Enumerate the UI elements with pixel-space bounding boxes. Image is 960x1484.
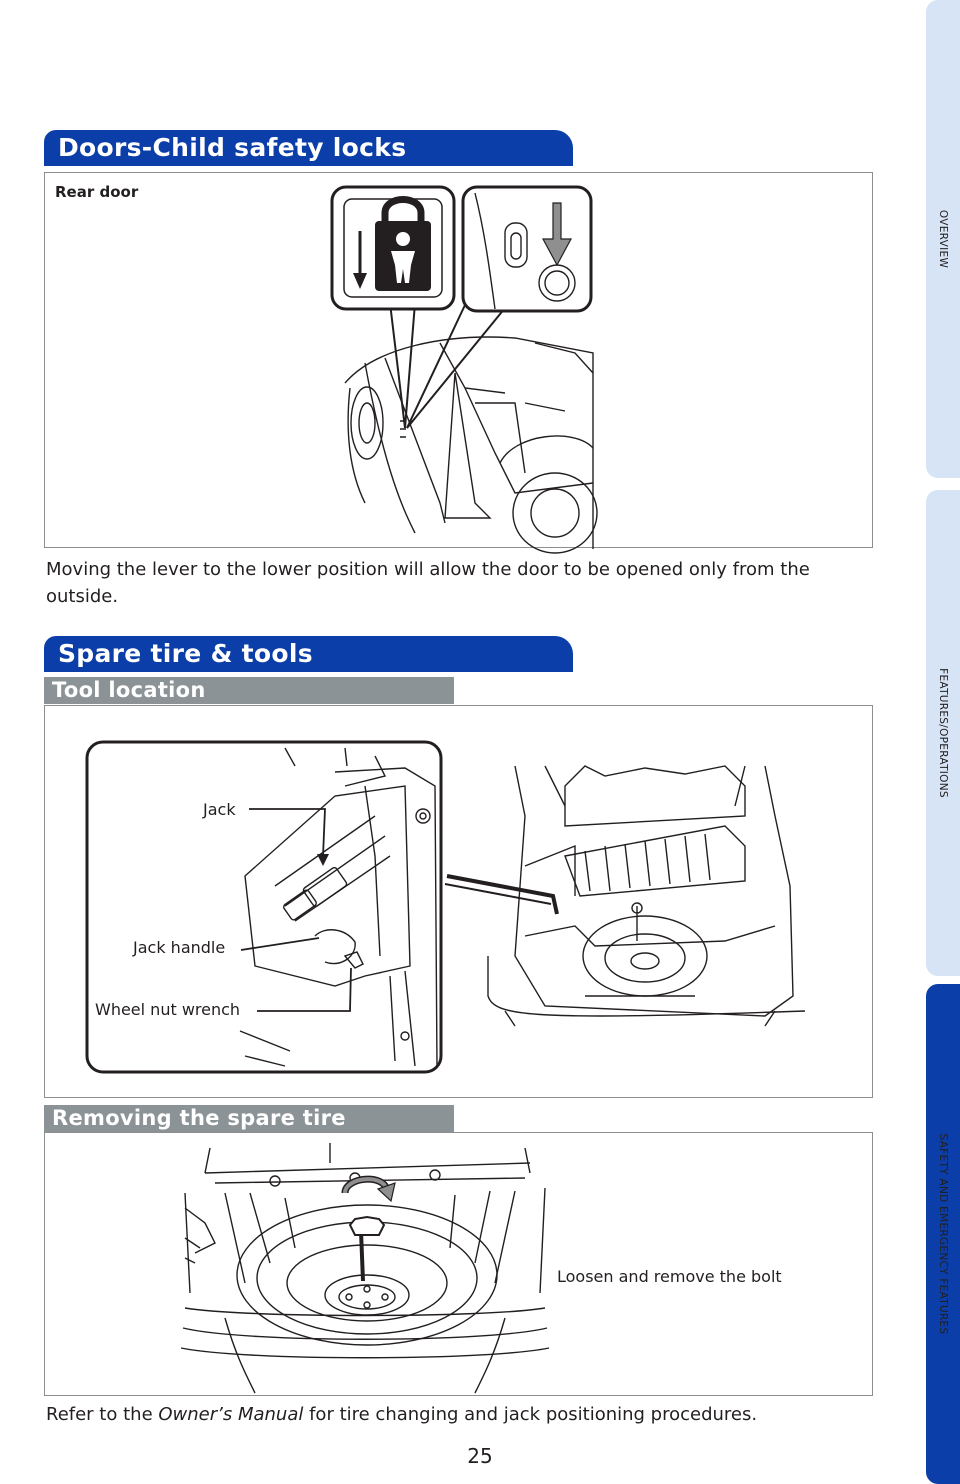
owners-manual-reference: Owner’s Manual bbox=[158, 1404, 304, 1425]
tab-safety-emergency[interactable]: SAFETY AND EMERGENCY FEATURES bbox=[926, 984, 960, 1484]
rear-door-illustration bbox=[330, 185, 598, 554]
rear-door-label: Rear door bbox=[55, 183, 139, 201]
procedure-note: Refer to the Owner’s Manual for tire cha… bbox=[46, 1401, 876, 1428]
tool-location-figure-frame: Jack Jack handle Wheel nut wrench bbox=[44, 705, 873, 1098]
callout-loosen-bolt: Loosen and remove the bolt bbox=[557, 1267, 782, 1286]
procedure-note-prefix: Refer to the bbox=[46, 1404, 159, 1425]
tab-features-operations-label: FEATURES/OPERATIONS bbox=[937, 668, 949, 798]
callout-jack: Jack bbox=[203, 800, 236, 819]
child-lock-description: Moving the lever to the lower position w… bbox=[46, 559, 810, 607]
spare-tire-removal-illustration bbox=[180, 1143, 550, 1394]
rear-door-figure-frame: Rear door bbox=[44, 172, 873, 554]
procedure-note-suffix: for tire changing and jack positioning p… bbox=[303, 1404, 758, 1425]
section-header-spare-tire: Spare tire & tools bbox=[44, 636, 573, 672]
tab-safety-emergency-label: SAFETY AND EMERGENCY FEATURES bbox=[937, 1133, 949, 1335]
page-number: 25 bbox=[467, 1444, 493, 1468]
callout-jack-handle: Jack handle bbox=[133, 938, 226, 957]
tab-overview[interactable]: OVERVIEW bbox=[926, 0, 960, 478]
tab-features-operations[interactable]: FEATURES/OPERATIONS bbox=[926, 490, 960, 976]
subheader-removing-spare-tire: Removing the spare tire bbox=[44, 1105, 454, 1132]
tab-overview-label: OVERVIEW bbox=[937, 209, 949, 269]
subheader-tool-location: Tool location bbox=[44, 677, 454, 704]
section-header-child-locks: Doors-Child safety locks bbox=[44, 130, 573, 166]
tool-location-illustration bbox=[85, 740, 806, 1074]
removing-spare-figure-frame: Loosen and remove the bolt bbox=[44, 1132, 873, 1396]
side-tabs: OVERVIEW FEATURES/OPERATIONS SAFETY AND … bbox=[926, 0, 960, 1484]
callout-wheel-nut-wrench: Wheel nut wrench bbox=[95, 1000, 241, 1019]
